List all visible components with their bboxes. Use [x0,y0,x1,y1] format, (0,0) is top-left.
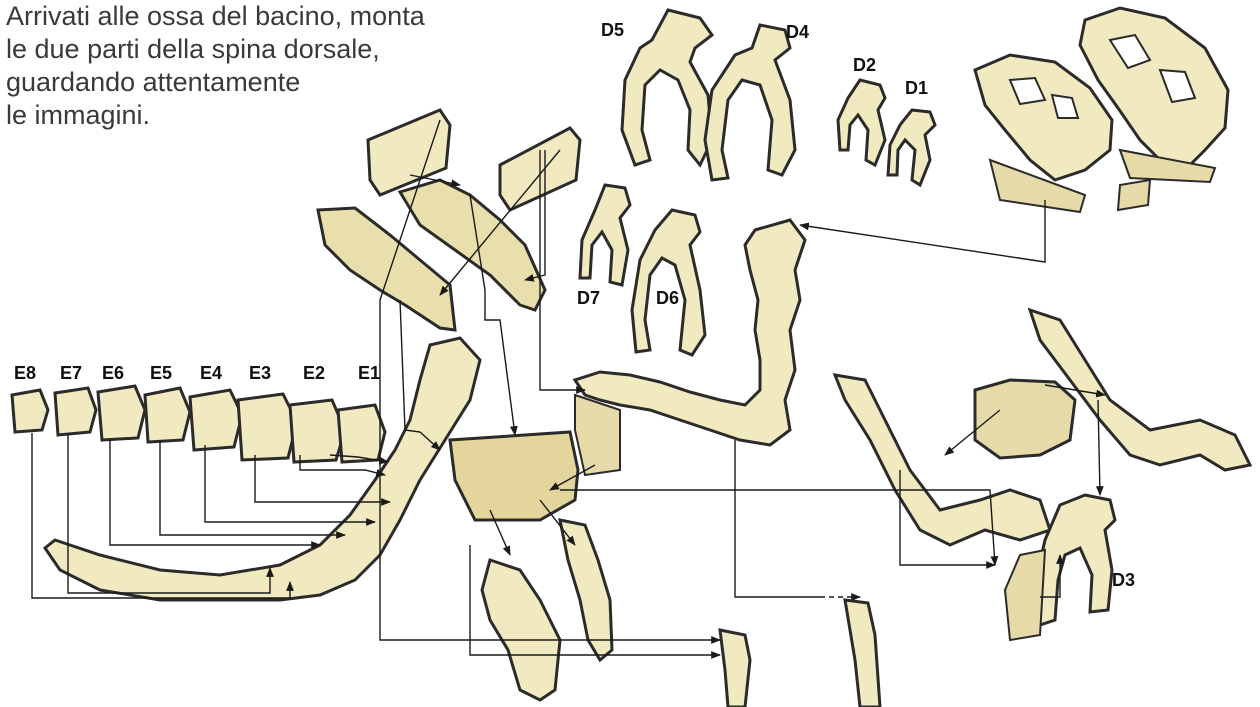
leg-bone-middle [720,600,880,707]
label-d4: D4 [786,22,809,42]
label-e6: E6 [102,363,124,383]
label-d2: D2 [853,55,876,75]
label-e1: E1 [358,363,380,383]
label-e7: E7 [60,363,82,383]
bone-d5 [622,10,712,165]
label-e2: E2 [303,363,325,383]
label-e8: E8 [14,363,36,383]
label-d5: D5 [601,20,624,40]
label-e5: E5 [150,363,172,383]
label-d1: D1 [905,78,928,98]
bone-d1 [888,110,935,185]
bone-d4 [705,25,795,180]
label-d7: D7 [577,288,600,308]
bone-d2 [838,80,885,165]
label-d6: D6 [656,288,679,308]
label-e4: E4 [200,363,222,383]
arm-bone-right [560,520,612,660]
bone-d7 [580,185,630,285]
label-d3: D3 [1112,570,1135,590]
arm-bone-left [482,560,560,700]
label-e3: E3 [249,363,271,383]
bone-d6 [632,210,705,355]
